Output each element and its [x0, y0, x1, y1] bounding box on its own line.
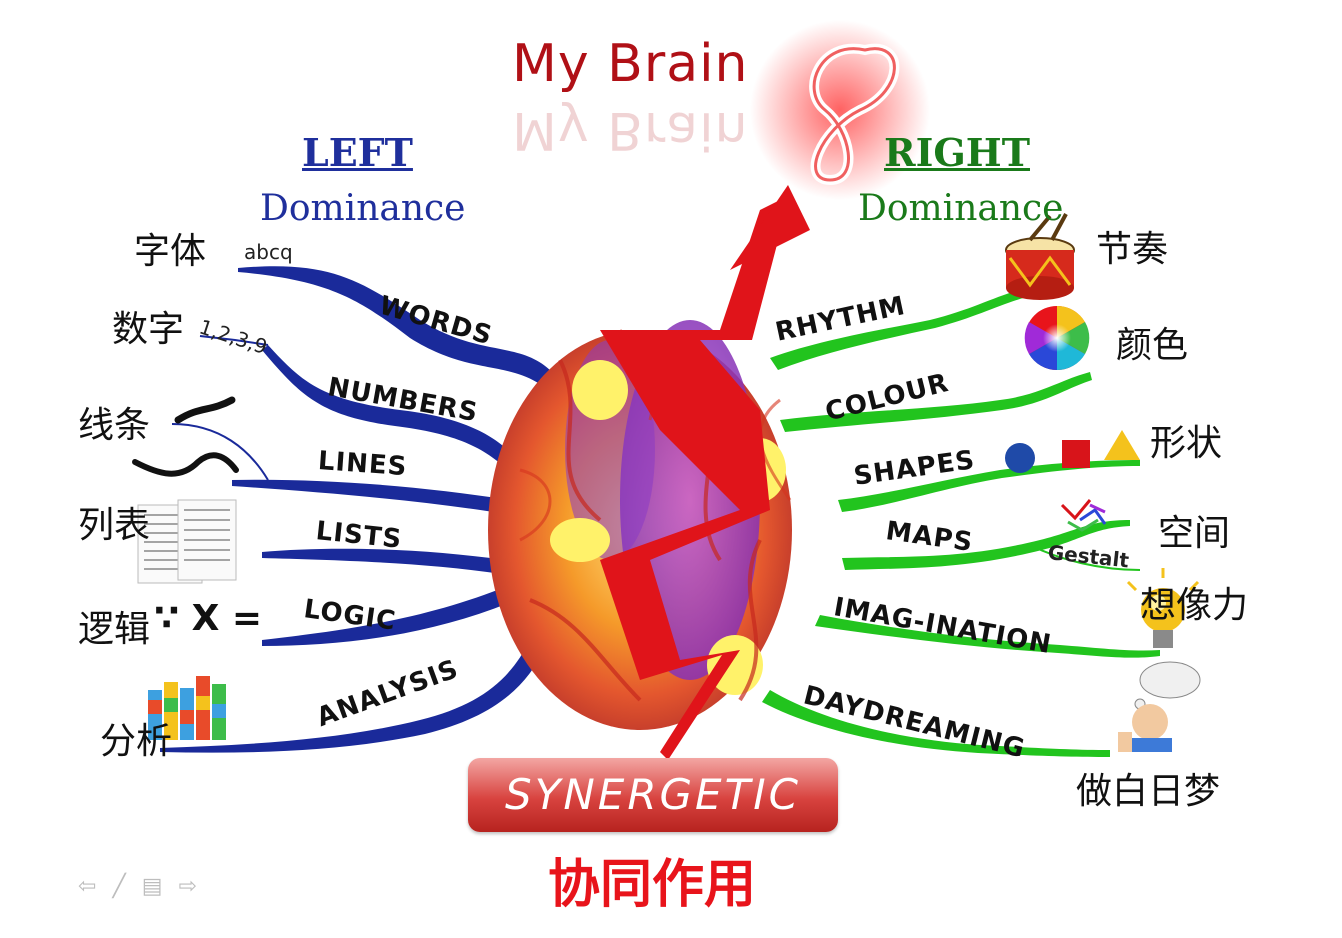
left-cn-label: 分析: [100, 721, 173, 762]
left-note: abcq: [244, 240, 293, 264]
synergy-arrow: [600, 195, 790, 760]
synergetic-label: SYNERGETIC: [505, 770, 801, 819]
left-cn-label: 数字: [112, 309, 185, 350]
slide-nav: ⇦ ╱ ▤ ⇨: [78, 874, 197, 899]
color-wheel-icon: [1024, 305, 1090, 371]
left-branch-lines: [160, 266, 552, 753]
left-note: ∵ X =: [154, 598, 263, 639]
previous-slide-icon[interactable]: ⇦: [78, 874, 97, 899]
right-cn-label: 形状: [1150, 423, 1223, 464]
left-cn-label: 列表: [78, 505, 151, 546]
shapes-icon: [1005, 430, 1140, 473]
branch-label-lines: LINES: [316, 446, 409, 483]
drum-icon: [1005, 213, 1075, 300]
left-cn-label: 逻辑: [78, 609, 151, 650]
left-cn-label: 字体: [134, 231, 207, 272]
right-heading: RIGHT: [884, 130, 1030, 175]
right-subheading: Dominance: [858, 188, 1064, 229]
synergetic-banner: SYNERGETIC: [468, 758, 838, 832]
diagram-title-reflection: My Brain: [512, 100, 749, 160]
right-branch-lines: [762, 284, 1160, 757]
left-subheading: Dominance: [260, 188, 466, 229]
list-document-icon: [137, 499, 237, 584]
bar-chart-icon: [148, 676, 226, 740]
daydreamer-icon: [1118, 661, 1201, 752]
left-cn-label: 线条: [78, 405, 151, 446]
wave-line-icon: [132, 452, 239, 477]
right-cn-label: 做白日梦: [1076, 771, 1221, 812]
pen-tool-icon[interactable]: ╱: [112, 874, 126, 899]
right-cn-label: 颜色: [1116, 325, 1189, 366]
left-heading: LEFT: [302, 130, 413, 175]
diagram-title: My Brain: [512, 34, 749, 94]
synergy-cn-label: 协同作用: [548, 855, 757, 915]
next-slide-icon[interactable]: ⇨: [178, 874, 197, 899]
lightbulb-icon: [1126, 568, 1200, 648]
slide-menu-icon[interactable]: ▤: [141, 874, 163, 899]
gestalt-icon: [1060, 499, 1107, 532]
right-cn-label: 节奏: [1096, 229, 1169, 270]
brush-stroke-icon: [174, 396, 236, 424]
right-cn-label: 想像力: [1140, 585, 1249, 626]
right-cn-label: 空间: [1158, 513, 1231, 554]
